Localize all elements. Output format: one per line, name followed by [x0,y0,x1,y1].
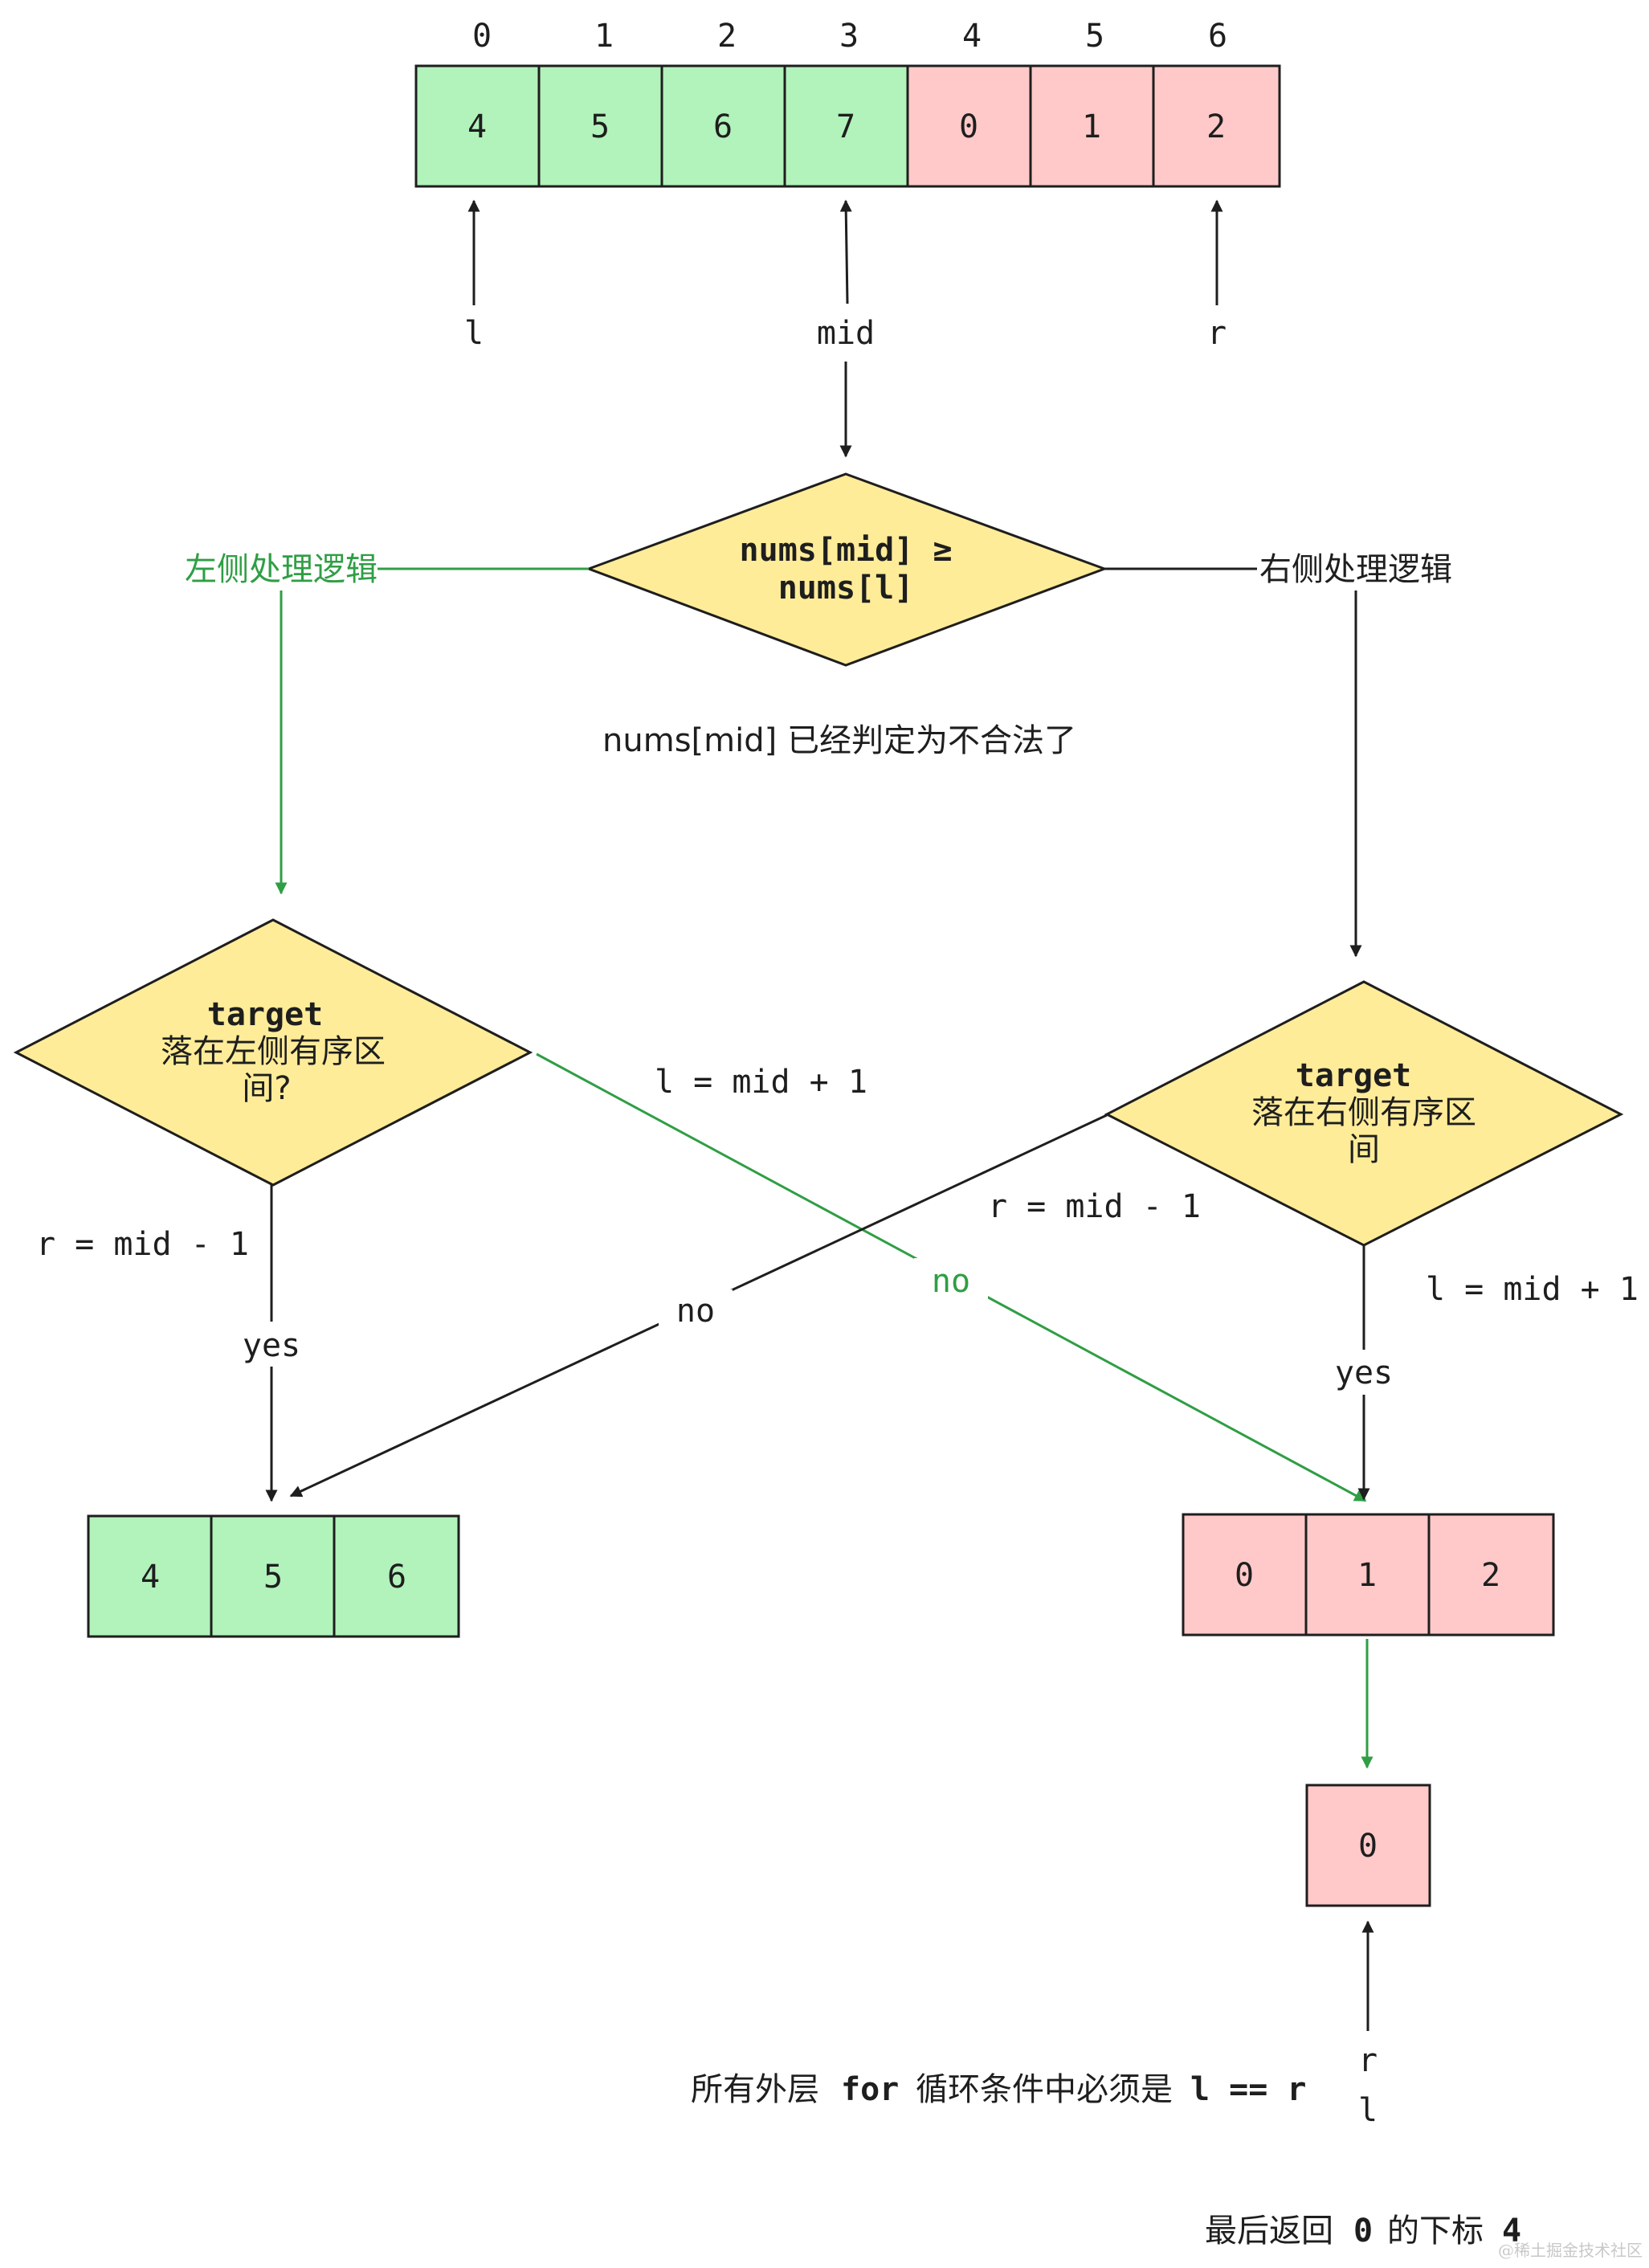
array-value: 6 [713,108,733,145]
index-label: 4 [962,18,982,55]
main-decision-line2: nums[l] [778,570,914,607]
array-cell [1152,64,1281,188]
array-cell [87,1514,213,1638]
array-value: 2 [1481,1557,1500,1594]
array-cell [333,1514,460,1638]
loop-note-condition: l == r [1190,2071,1307,2108]
r-pointer-label: r [1207,315,1227,352]
left-yes-label: yes [243,1327,300,1364]
array-cell [1304,1513,1431,1637]
array-cell [1029,64,1155,188]
array-cell [1427,1513,1555,1637]
left-no-label: no [932,1263,970,1300]
array-cell [537,64,663,188]
result-note-prefix: 最后返回 [1205,2213,1333,2250]
array-cell [906,64,1032,188]
array-cell [660,64,786,188]
right-yes-label-bg [1325,1350,1402,1395]
watermark: @稀土掘金技术社区 [1498,2241,1643,2260]
left-decision-line1: target [207,996,324,1033]
loop-note-middle: 循环条件中必须是 [916,2071,1173,2108]
left-decision-line3: 间? [242,1070,291,1107]
array-value: 7 [836,108,855,145]
mid-pointer-arrow [839,199,852,304]
loop-note-prefix: 所有外层 [691,2071,819,2108]
main-decision-line1: nums[mid] ≥ [740,532,953,569]
right-result-array: 0 1 2 [1182,1513,1555,1637]
right-decision-line3: 间 [1348,1131,1380,1168]
array-value: 1 [1082,108,1101,145]
final-r-label: r [1358,2042,1378,2079]
array-value: 5 [590,108,610,145]
array-value: 4 [141,1559,160,1596]
final-cell-value: 0 [1358,1828,1378,1865]
left-decision-line2: 落在左侧有序区 [161,1033,386,1070]
index-labels: 0 1 2 3 4 5 6 [472,18,1227,55]
left-yes-label-bg [233,1322,310,1367]
array-value: 5 [263,1559,283,1596]
left-yes-update: r = mid - 1 [36,1226,249,1263]
array-value: 1 [1357,1557,1377,1594]
result-note: 最后返回 0 的下标 4 [1205,2213,1521,2250]
index-label: 1 [594,18,614,55]
left-no-label-bg [914,1258,988,1302]
left-result-array: 4 5 6 [87,1514,460,1638]
right-yes-update: l = mid + 1 [1426,1271,1639,1308]
result-note-value: 0 [1353,2213,1373,2250]
array-value: 2 [1206,108,1226,145]
right-decision-line2: 落在右侧有序区 [1251,1094,1476,1131]
loop-note: 所有外层 for 循环条件中必须是 l == r [691,2071,1307,2108]
right-yes-label: yes [1335,1355,1393,1391]
right-no-update: r = mid - 1 [988,1188,1201,1225]
index-label: 5 [1085,18,1104,55]
array-cell [414,64,541,188]
index-label: 2 [717,18,737,55]
right-no-label: no [676,1293,715,1330]
index-label: 0 [472,18,492,55]
final-l-label: l [1358,2092,1378,2129]
mid-pointer-label: mid [817,315,875,352]
l-pointer-label: l [464,315,484,352]
array-value: 0 [1235,1557,1254,1594]
final-cell [1305,1784,1431,1907]
array-value: 6 [387,1559,406,1596]
right-decision-line1: target [1296,1057,1412,1094]
left-branch-label: 左侧处理逻辑 [185,551,378,588]
top-array: 0 1 2 3 4 5 6 4 5 6 7 0 1 2 [414,18,1281,188]
index-label: 6 [1208,18,1227,55]
array-cell [1182,1513,1308,1637]
main-decision-diamond [585,472,1108,667]
loop-note-keyword: for [841,2071,899,2108]
result-note-middle: 的下标 [1387,2213,1484,2250]
left-no-update: l = mid + 1 [655,1064,867,1101]
array-value: 4 [467,108,487,145]
left-decision-diamond [13,918,533,1187]
right-branch-label: 右侧处理逻辑 [1259,551,1452,588]
array-value: 0 [959,108,978,145]
array-values: 4 5 6 7 0 1 2 [467,108,1226,145]
right-no-label-bg [659,1289,733,1333]
mid-invalid-note: nums[mid] 已经判定为不合法了 [602,722,1076,759]
index-label: 3 [839,18,859,55]
result-note-index: 4 [1502,2213,1521,2250]
